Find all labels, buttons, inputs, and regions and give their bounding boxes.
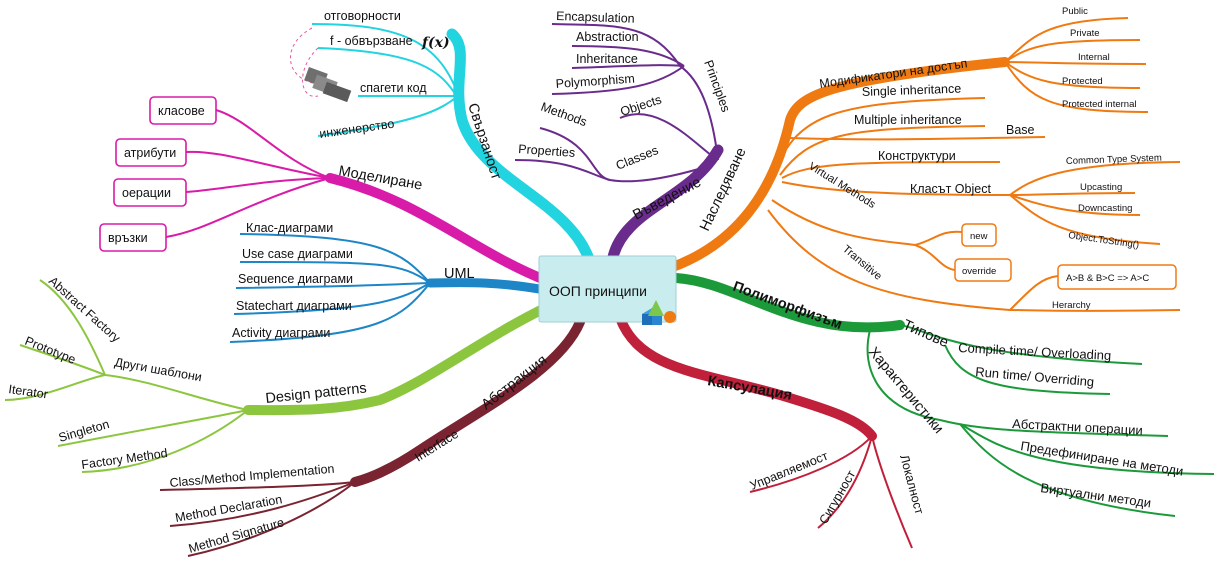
drugi-item: Prototype <box>23 334 78 367</box>
single-inheritance: Single inheritance <box>862 82 962 99</box>
modelirane-item: оерации <box>122 186 171 200</box>
drugi-label: Други шаблони <box>113 355 202 384</box>
virtual-methods-label: Virtual Methods <box>806 160 877 211</box>
principles-item: Inheritance <box>576 52 638 66</box>
modifikatori-item: Protected <box>1062 76 1103 87</box>
drugi-item: Iterator <box>8 382 49 401</box>
svarzanost-item: инженерство <box>318 117 395 141</box>
tipove-item: Compile time/ Overloading <box>958 340 1112 363</box>
virtual-methods-item: new <box>970 231 988 242</box>
branch-nasledyavane <box>767 17 1181 312</box>
branch-kapsulacia <box>749 435 913 549</box>
transitive-item: A>B & B>C => A>C <box>1066 273 1149 284</box>
modifikatori-item: Protected internal <box>1062 99 1136 110</box>
branch-label-abstrakcia: Абстракция <box>479 352 551 413</box>
classes-item: Properties <box>518 142 576 160</box>
principles-item: Abstraction <box>576 30 639 44</box>
uml-item: Use case диаграми <box>242 247 353 261</box>
trunk-nasledyavane <box>665 57 1010 273</box>
multiple-inheritance: Multiple inheritance <box>854 113 962 127</box>
modifikatori-item: Public <box>1062 6 1088 17</box>
modelirane-box <box>149 96 217 125</box>
modifikatori-item: Internal <box>1078 52 1110 63</box>
trunk-kapsulacia <box>615 313 877 441</box>
virtual-methods-item: override <box>962 266 996 277</box>
branch-svarzanost <box>311 23 461 137</box>
modelirane-item: атрибути <box>124 146 176 160</box>
interface-item: Method Signature <box>187 515 286 556</box>
trunk-modelirane <box>325 173 550 285</box>
modifikatori-item: Private <box>1070 28 1100 39</box>
svarzanost-item: f - обвързване <box>330 34 413 48</box>
harakteristiki-label: Характеристики <box>865 344 946 437</box>
uml-item: Statechart диаграми <box>236 299 352 313</box>
klasat-object-label: Класът Object <box>910 182 991 196</box>
kapsulacia-item: Сигурност <box>816 468 858 527</box>
dashed-connector <box>289 27 319 97</box>
klasat-object-item: Upcasting <box>1080 182 1122 193</box>
branch-label-modelirane: Моделиране <box>337 163 423 193</box>
transitive-rule-box <box>1057 264 1177 290</box>
konstruktori-item: Конструктури <box>878 149 956 163</box>
uml-item: Sequence диаграми <box>238 272 353 286</box>
virtual-methods-new-box <box>961 223 997 247</box>
base-item: Base <box>1006 123 1035 137</box>
classes-label: Classes <box>614 143 660 173</box>
modelirane-item: връзки <box>108 231 148 245</box>
klasat-object-item: Downcasting <box>1078 203 1132 214</box>
trunk-design-patterns <box>243 303 550 416</box>
tipove-label: Типове <box>900 317 950 351</box>
uml-item: Activity диаграми <box>232 326 330 340</box>
branch-label-uml: UML <box>444 266 475 282</box>
harakteristiki-item: Абстрактни операции <box>1012 416 1143 438</box>
shapes-icon <box>642 300 676 325</box>
branch-label-kapsulacia: Капсулация <box>706 373 793 404</box>
branch-label-polimorfizam: Полиморфизъм <box>731 279 845 333</box>
principles-item: Polymorphism <box>555 72 635 91</box>
svarzanost-item: отговорности <box>324 9 401 23</box>
modelirane-item: класове <box>158 104 205 118</box>
branch-label-vavedenie: Въведение <box>630 174 703 223</box>
modelirane-box <box>115 138 187 167</box>
modelirane-box <box>99 223 167 252</box>
uml-item: Клас-диаграми <box>246 221 333 235</box>
principles-item: Encapsulation <box>556 9 635 26</box>
virtual-methods-override-box <box>954 258 1012 282</box>
branch-modelirane <box>165 109 331 238</box>
harakteristiki-item: Виртуални методи <box>1040 480 1153 510</box>
transitive-item: Herarchy <box>1052 300 1091 311</box>
trunk-uml <box>425 278 550 295</box>
central-topic-label: ООП принципи <box>549 283 647 299</box>
trunk-abstrakcia <box>350 317 585 487</box>
branch-polimorfizam <box>866 324 1215 517</box>
branch-abstrakcia <box>159 481 356 557</box>
trunk-svarzanost <box>446 28 596 268</box>
kapsulacia-item: Локалност <box>897 453 926 516</box>
branch-vavedenie <box>514 23 719 183</box>
tipove-item: Run time/ Overriding <box>975 364 1095 389</box>
classes-item: Methods <box>539 100 589 130</box>
klasat-object-item: Common Type System <box>1066 153 1162 167</box>
branch-uml <box>229 233 431 343</box>
trunk-polimorfizam <box>671 273 905 333</box>
branch-design-patterns <box>4 279 249 473</box>
central-topic: ООП принципи <box>538 255 677 325</box>
formula-text: f(x) <box>421 35 450 51</box>
svarzanost-item: спагети код <box>360 81 427 95</box>
klasat-object-item: Object.ToString() <box>1068 230 1140 251</box>
modelirane-box <box>113 178 187 207</box>
spaghetti-icon <box>304 67 352 103</box>
